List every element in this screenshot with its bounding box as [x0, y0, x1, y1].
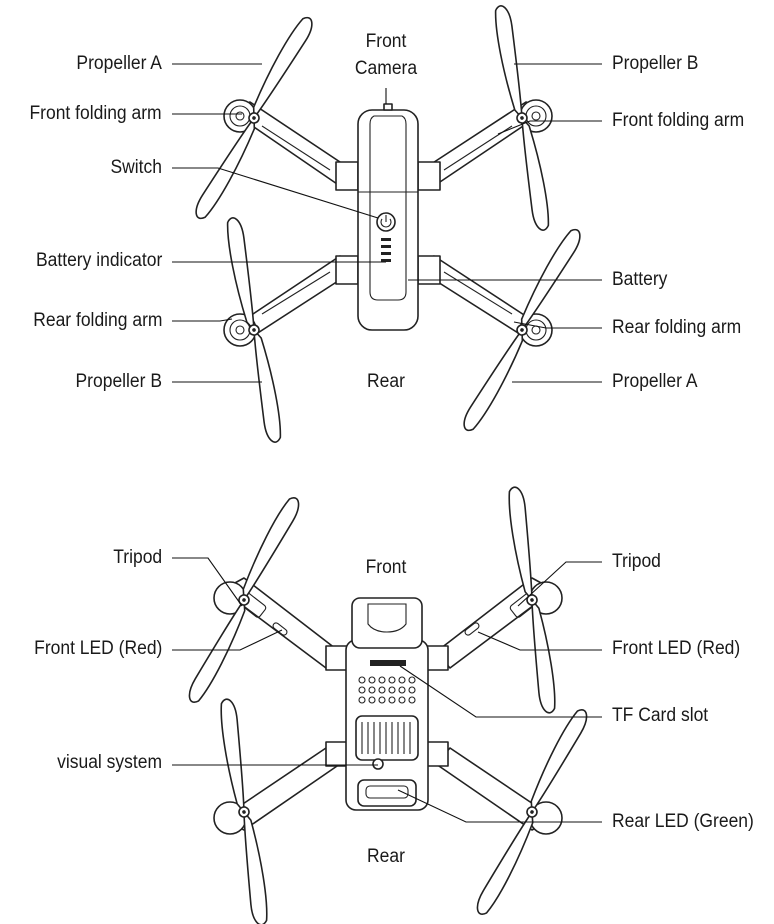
label-bottom-front: Front: [365, 557, 407, 578]
label-rear-folding-arm-right: Rear folding arm: [612, 317, 742, 338]
visual-system-sensor-icon: [372, 758, 384, 770]
bottom-body: [345, 597, 429, 811]
battery-indicator-lights: [381, 238, 391, 262]
label-front-folding-arm-right: Front folding arm: [612, 110, 745, 131]
label-tf-card-slot: TF Card slot: [612, 705, 709, 726]
label-visual-system: visual system: [57, 752, 162, 773]
label-front-camera-line1: Front: [365, 31, 407, 52]
bottom-prop-front-left: [186, 484, 302, 716]
label-battery-indicator: Battery indicator: [35, 250, 162, 271]
label-front-led-left: Front LED (Red): [33, 638, 162, 659]
label-propeller-a-front-left: Propeller A: [76, 53, 162, 74]
top-view-drone: [172, 3, 602, 445]
power-switch-icon: [376, 212, 396, 232]
label-tripod-right: Tripod: [612, 551, 661, 572]
top-prop-rear-right: [460, 215, 584, 445]
rear-led-icon: [365, 785, 409, 799]
label-top-rear: Rear: [367, 371, 405, 392]
label-tripod-left: Tripod: [113, 547, 162, 568]
bottom-prop-rear-left: [186, 696, 302, 924]
label-front-camera-line2: Camera: [354, 58, 418, 79]
label-propeller-b-rear-left: Propeller B: [75, 371, 162, 392]
label-rear-led: Rear LED (Green): [612, 811, 754, 832]
label-switch: Switch: [110, 157, 162, 178]
bottom-view-drone: [172, 484, 602, 924]
top-prop-front-right: [460, 3, 584, 233]
heatsink: [355, 715, 419, 761]
top-prop-rear-left: [192, 215, 316, 445]
label-battery: Battery: [612, 269, 668, 290]
tf-card-slot-icon: [370, 660, 406, 666]
label-bottom-rear: Rear: [367, 846, 405, 867]
bottom-prop-rear-right: [474, 696, 590, 924]
vent-grid: [358, 676, 416, 704]
top-prop-front-left: [192, 3, 316, 233]
label-front-led-right: Front LED (Red): [612, 638, 741, 659]
label-propeller-b-front-right: Propeller B: [612, 53, 699, 74]
label-propeller-a-rear-right: Propeller A: [612, 371, 698, 392]
label-rear-folding-arm-left: Rear folding arm: [32, 310, 162, 331]
bottom-prop-front-right: [474, 484, 590, 716]
label-front-folding-arm-left: Front folding arm: [29, 103, 162, 124]
